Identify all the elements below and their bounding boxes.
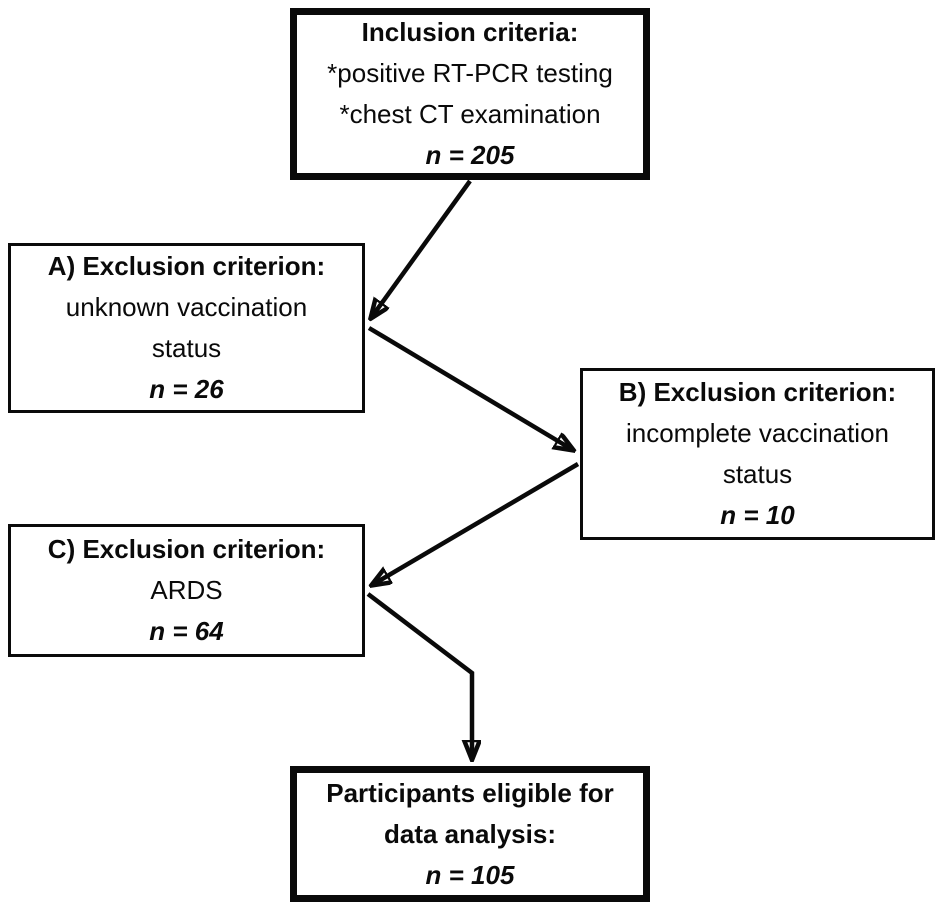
inclusion-title: Inclusion criteria: (361, 17, 579, 47)
exclusion-b-count: n = 10 (720, 500, 795, 530)
inclusion-count: n = 205 (425, 140, 515, 170)
eligible-title-line2: data analysis: (384, 818, 556, 849)
exclusion-c-box: C) Exclusion criterion: ARDS n = 64 (8, 524, 365, 657)
inclusion-line2: *chest CT examination (339, 99, 601, 129)
arrow-exclusion-b-to-exclusion-c (372, 462, 580, 585)
eligible-count: n = 105 (425, 859, 515, 890)
exclusion-b-line2: status (722, 459, 793, 489)
exclusion-c-title: C) Exclusion criterion: (47, 534, 326, 564)
arrow-exclusion-c-to-eligible (366, 592, 472, 759)
exclusion-a-box: A) Exclusion criterion: unknown vaccinat… (8, 243, 365, 413)
inclusion-criteria-box: Inclusion criteria: *positive RT-PCR tes… (290, 8, 650, 180)
exclusion-c-count: n = 64 (149, 616, 224, 646)
inclusion-line1: *positive RT-PCR testing (327, 58, 613, 88)
eligible-title-line1: Participants eligible for (326, 777, 614, 808)
exclusion-b-title: B) Exclusion criterion: (618, 377, 897, 407)
exclusion-b-line1: incomplete vaccination (625, 418, 890, 448)
exclusion-a-count: n = 26 (149, 374, 224, 404)
eligible-participants-box: Participants eligible for data analysis:… (290, 766, 650, 902)
exclusion-a-line2: status (151, 333, 222, 363)
exclusion-a-title: A) Exclusion criterion: (47, 251, 326, 281)
arrow-exclusion-a-to-exclusion-b (367, 326, 573, 450)
exclusion-c-line1: ARDS (150, 575, 223, 605)
exclusion-b-box: B) Exclusion criterion: incomplete vacci… (580, 368, 935, 540)
exclusion-a-line1: unknown vaccination (65, 292, 308, 322)
arrow-inclusion-to-exclusion-a (371, 179, 472, 318)
